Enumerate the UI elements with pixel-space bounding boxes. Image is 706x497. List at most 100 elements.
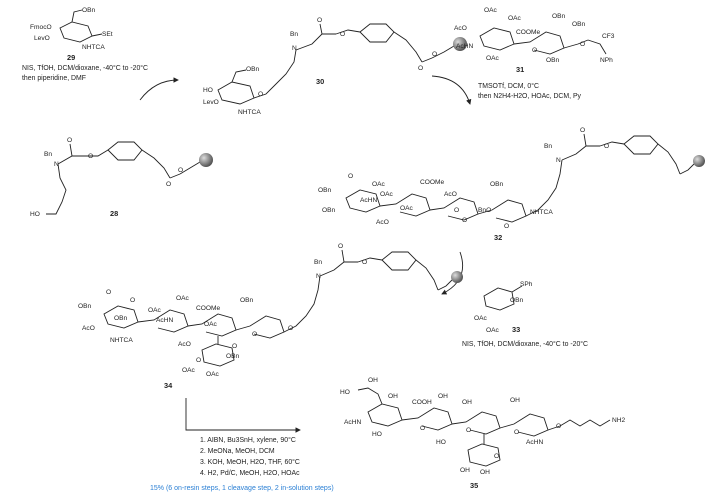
c35-label-13: O [556, 423, 561, 430]
c31-label-4: OBn [552, 13, 566, 20]
c35-label-4: OH [438, 393, 448, 400]
c34-number: 34 [164, 381, 173, 390]
c31-label-7: O [532, 47, 537, 54]
step1-arrow [139, 77, 179, 101]
c34-label-8: COOMe [196, 305, 221, 312]
step4-arrow [185, 398, 301, 433]
c32-label-2: O [580, 127, 585, 134]
c32-label-3: O [604, 143, 609, 150]
c32-label-12: AcHN [360, 197, 377, 204]
c30-label-2: O [317, 17, 322, 24]
c32-label-6: OAc [380, 191, 394, 198]
c35-label-3: COOH [412, 399, 432, 406]
c30-label-3: O [340, 31, 345, 38]
compound-35: HO OH OH COOH OH OH OH AcHN HO O O O AcH… [340, 377, 626, 490]
c32-label-8: OBn [318, 187, 332, 194]
c30-label-8: LevO [203, 99, 219, 106]
compound-34: Bn N O O O O OAc OAc COOMe OBn OBn AcO O… [78, 243, 463, 390]
c34-label-20: O [196, 357, 201, 364]
compound-29: OBn FmocO LevO SEt NHTCA 29 [30, 7, 113, 62]
c32-label-4: O [348, 173, 353, 180]
c28-label-5: O [178, 167, 183, 174]
c28-label-3: O [88, 153, 93, 160]
c29-number: 29 [67, 53, 75, 62]
c35-label-1: OH [368, 377, 378, 384]
c34-label-4: O [106, 289, 111, 296]
c31-label-12: NPh [600, 57, 613, 64]
step4-line-1: 2. MeONa, MeOH, DCM [200, 448, 275, 455]
c28-label-6: HO [30, 211, 40, 218]
c30-label-1: N [292, 45, 297, 52]
c32-label-9: AcO [444, 191, 457, 198]
c29-label-3: SEt [102, 31, 113, 38]
c35-label-10: O [466, 427, 471, 434]
c33-label-0: SPh [520, 281, 533, 288]
c29-label-0: OBn [82, 7, 96, 14]
step4: 1. AIBN, Bu3SnH, xylene, 90°C 2. MeONa, … [150, 398, 334, 492]
c34-label-10: OBn [240, 297, 254, 304]
c34-label-15: O [252, 331, 257, 338]
compound-28: Bn N O O O O HO 28 [30, 137, 213, 218]
c32-label-13: OAc [400, 205, 414, 212]
step2-line-0: TMSOTf, DCM, 0°C [478, 82, 539, 90]
c31-number: 31 [516, 65, 524, 74]
c34-label-2: O [338, 243, 343, 250]
step2: TMSOTf, DCM, 0°C then N2H4-H2O, HOAc, DC… [431, 75, 582, 105]
c35-label-8: HO [372, 431, 382, 438]
c35-label-11: O [514, 429, 519, 436]
c32-label-17: NHTCA [530, 209, 553, 216]
c34-label-18: NHTCA [110, 337, 133, 344]
c35-label-7: AcHN [344, 419, 361, 426]
c30-resin-bead [453, 37, 467, 51]
step2-line-1: then N2H4-H2O, HOAc, DCM, Py [478, 93, 582, 100]
c30-label-0: Bn [290, 31, 298, 38]
c31-label-9: OBn [546, 57, 560, 64]
c29-label-4: NHTCA [82, 44, 105, 51]
c35-label-17: OH [460, 467, 470, 474]
step2-arrow [431, 75, 472, 105]
c31-label-2: AcO [454, 25, 467, 32]
compound-31: OAc OAc AcO COOMe OBn AcHN OAc O OBn OBn… [454, 7, 615, 74]
c34-label-16: O [232, 343, 237, 350]
c31-label-1: OAc [508, 15, 522, 22]
c34-label-7: OAc [176, 295, 190, 302]
c28-label-1: N [54, 161, 59, 168]
c32-label-18: O [462, 217, 467, 224]
c35-label-0: HO [340, 389, 350, 396]
c32-label-7: COOMe [420, 179, 445, 186]
yield-summary: 15% (6 on-resin steps, 1 cleavage step, … [150, 485, 334, 492]
c30-label-9: NHTCA [238, 109, 261, 116]
c33-label-1: OBn [510, 297, 524, 304]
step4-line-3: 4. H2, Pd/C, MeOH, H2O, HOAc [200, 470, 300, 477]
c31-label-11: CF3 [602, 33, 615, 40]
c34-label-3: O [362, 259, 367, 266]
c30-label-7: HO [203, 87, 213, 94]
c33-label-3: OAc [486, 327, 500, 334]
c34-label-5: O [130, 297, 135, 304]
c31-label-3: COOMe [516, 29, 541, 36]
step3-line-0: NIS, TfOH, DCM/dioxane, -40°C to -20°C [462, 340, 588, 348]
c31-label-6: OAc [486, 55, 500, 62]
c35-label-9: O [420, 425, 425, 432]
c28-number: 28 [110, 209, 118, 218]
c35-label-15: HO [436, 439, 446, 446]
c35-label-6: OH [510, 397, 520, 404]
c34-label-17: O [288, 325, 293, 332]
c28-label-2: O [67, 137, 72, 144]
c34-label-23: OAc [206, 371, 220, 378]
compound-32: Bn N O O O OAc OAc COOMe OBn AcO OBn OBn… [318, 127, 705, 242]
c28-label-4: O [166, 181, 171, 188]
c34-label-6: OAc [148, 307, 162, 314]
c35-label-14: NH2 [612, 417, 626, 424]
c34-label-9: OBn [78, 303, 92, 310]
c34-label-13: AcHN [156, 317, 173, 324]
c34-label-12: OBn [114, 315, 128, 322]
c32-label-1: N [556, 157, 561, 164]
step4-line-0: 1. AIBN, Bu3SnH, xylene, 90°C [200, 436, 296, 444]
c35-number: 35 [470, 481, 478, 490]
c32-label-19: AcO [376, 219, 389, 226]
compound-30: Bn N O O O O OBn HO LevO NHTCA O 30 [203, 17, 467, 116]
c32-resin-bead [693, 155, 705, 167]
